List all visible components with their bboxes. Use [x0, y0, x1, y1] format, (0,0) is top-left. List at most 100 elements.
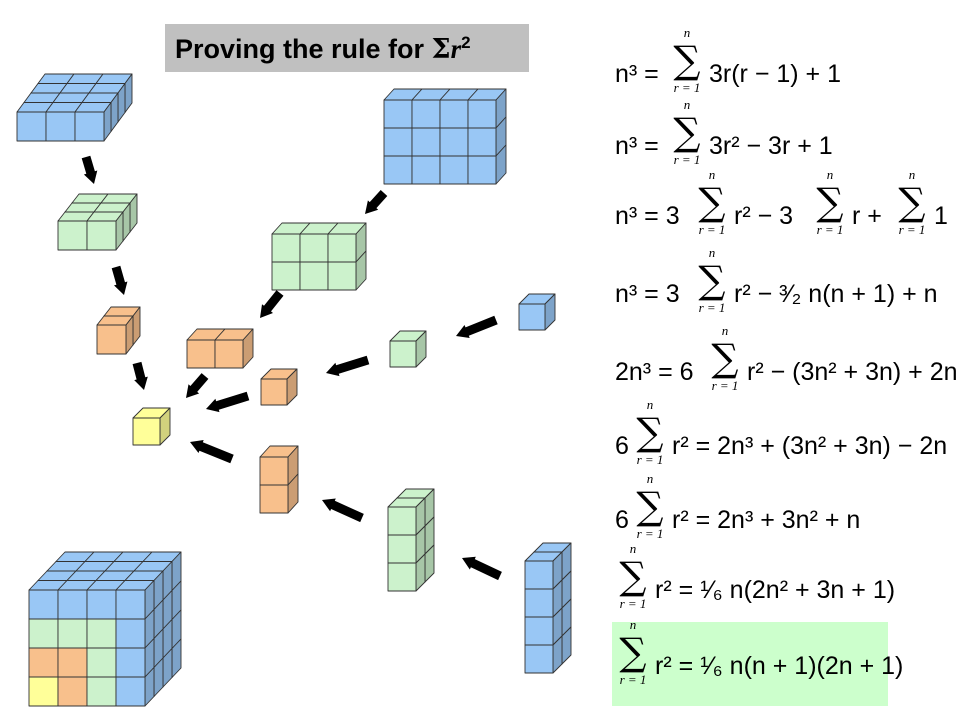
blue-wall-4x3 [383, 88, 507, 185]
summation-sign: n∑r = 1 [669, 26, 705, 95]
summation-sign: n∑r = 1 [615, 618, 651, 687]
equation-term: 3r(r − 1) + 1 [709, 60, 841, 88]
sigma-symbol: ∑ [711, 336, 739, 380]
equation-term: r² = ¹⁄₆ n(n + 1)(2n + 1) [655, 652, 904, 680]
arrow [456, 315, 498, 338]
cube-front-face [115, 589, 146, 620]
cube-front-face [57, 220, 88, 251]
summation-sign: n∑r = 1 [707, 324, 743, 393]
title-prefix: Proving the rule for [175, 34, 432, 64]
sigma-symbol: ∑ [636, 484, 664, 528]
equation-lhs: 6 [615, 506, 629, 534]
cube-front-face [439, 127, 469, 157]
combined-cube [28, 551, 182, 707]
cube-front-face [28, 589, 59, 620]
cube-front-face [467, 127, 497, 157]
orange-column-2 [259, 445, 299, 514]
sum-upper-limit: n [629, 617, 637, 632]
cube-front-face [299, 261, 329, 291]
cube-front-face [132, 417, 161, 446]
cube-front-face [57, 676, 88, 707]
summation-sign: n∑r = 1 [694, 168, 730, 237]
arrows [81, 155, 502, 581]
page-title: Proving the rule for Σr2 [175, 33, 471, 65]
cube-front-face [524, 616, 554, 646]
cube-front-face [387, 506, 417, 536]
equation-term: r² − 3 [734, 202, 794, 230]
final-formula-highlight [612, 622, 888, 706]
equation-term: r² − (3n² + 3n) + 2n [747, 358, 958, 386]
sigma-symbol: ∑ [898, 180, 926, 224]
summation-sign: n∑r = 1 [694, 246, 730, 315]
arrow [326, 355, 370, 377]
arrow [365, 190, 388, 214]
cube-front-face [57, 589, 88, 620]
cube-front-face [86, 647, 117, 678]
sum-lower-limit: r = 1 [898, 222, 926, 237]
orange-single [260, 368, 298, 406]
summation-sign: n∑r = 1 [632, 472, 668, 541]
yellow-cube [132, 407, 171, 446]
cube-front-face [383, 155, 413, 185]
arrow [206, 391, 250, 413]
sum-lower-limit: r = 1 [816, 222, 844, 237]
cube-front-face [467, 99, 497, 129]
equation-term: r² − ³⁄₂ n(n + 1) + n [734, 280, 938, 308]
cube-front-face [28, 647, 59, 678]
cube-front-face [271, 233, 301, 263]
green-slab-2x2 [57, 193, 138, 251]
cube-front-face [299, 233, 329, 263]
cube-front-face [57, 618, 88, 649]
arrow [190, 440, 234, 464]
cube-front-face [327, 261, 357, 291]
cube-front-face [467, 155, 497, 185]
title-sigma: Σ [431, 34, 451, 65]
sum-upper-limit: n [826, 167, 834, 182]
cube-front-face [524, 560, 554, 590]
equation-lhs: n³ = [615, 132, 659, 160]
cube-front-face [260, 378, 288, 406]
cube-front-face [115, 647, 146, 678]
cube-front-face [74, 111, 105, 142]
equation-term: r² = 2n³ + 3n² + n [672, 506, 861, 534]
equation-lhs: 6 [615, 432, 629, 460]
title-variable: r [450, 34, 462, 64]
arrow [322, 498, 364, 523]
cube-front-face [28, 676, 59, 707]
cube-front-face [86, 618, 117, 649]
cube-front-face [16, 111, 47, 142]
green-single [389, 330, 427, 368]
summation-sign: n∑r = 1 [632, 398, 668, 467]
green-column-3 [387, 488, 435, 592]
title-box: Proving the rule for Σr2 [165, 24, 529, 72]
cube-front-face [57, 647, 88, 678]
equation-lhs: 2n³ = 6 [615, 358, 694, 386]
cube-front-face [411, 99, 441, 129]
equation-lhs: n³ = 3 [615, 202, 680, 230]
orange-bar-2x1 [186, 328, 254, 369]
cube-front-face [259, 484, 289, 514]
sum-upper-limit: n [683, 97, 691, 112]
cube-front-face [387, 534, 417, 564]
equation-term: 3r² − 3r + 1 [709, 132, 833, 160]
sum-lower-limit: r = 1 [711, 378, 739, 393]
summation-sign: n∑r = 1 [615, 542, 651, 611]
cube-front-face [271, 261, 301, 291]
cube-front-face [96, 324, 127, 355]
blue-column-4 [524, 542, 572, 674]
equation-lhs: n³ = [615, 60, 659, 88]
sum-upper-limit: n [708, 167, 716, 182]
cube-front-face [383, 99, 413, 129]
sum-lower-limit: r = 1 [636, 452, 664, 467]
cube-front-face [439, 155, 469, 185]
summation-sign: n∑r = 1 [812, 168, 848, 237]
cube-front-face [327, 233, 357, 263]
cube-front-face [411, 127, 441, 157]
sum-upper-limit: n [908, 167, 916, 182]
sum-lower-limit: r = 1 [673, 80, 701, 95]
